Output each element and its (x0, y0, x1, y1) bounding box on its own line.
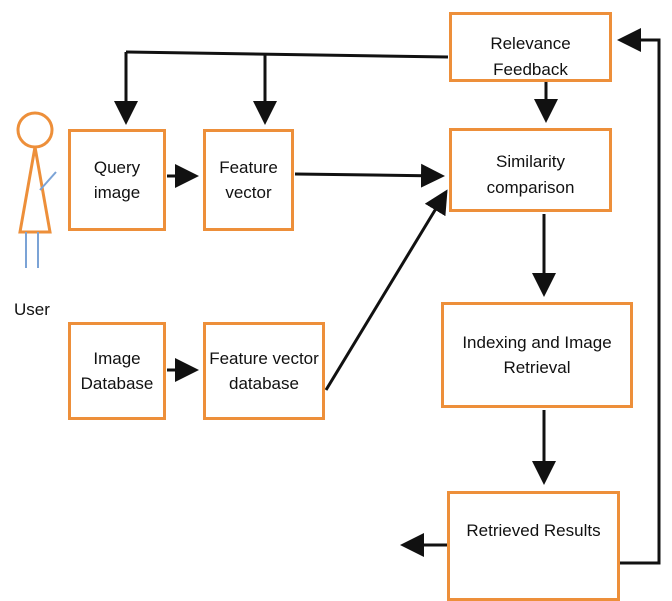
indexing-retrieval-box: Indexing and Image Retrieval (441, 302, 633, 408)
relevance-feedback-label: Relevance Feedback (490, 34, 571, 79)
arrow-feature-vector-to-similarity (294, 163, 445, 188)
arrow-feature-db-to-similarity (324, 189, 448, 391)
query-image-label: Query image (93, 157, 141, 203)
feature-vector-label: Feature vector (219, 157, 278, 203)
feature-vector-database-box: Feature vector database (203, 322, 325, 420)
feature-vector-box: Feature vector (203, 129, 294, 231)
image-database-label: Image Database (80, 348, 154, 394)
retrieved-results-box: Retrieved Results (447, 491, 620, 601)
relevance-feedback-box: Relevance Feedback (449, 12, 612, 82)
arrow-results-to-feedback-loop (617, 28, 661, 565)
feature-vector-database-label: Feature vector database (209, 348, 319, 394)
retrieved-results-label: Retrieved Results (466, 521, 601, 540)
image-database-box: Image Database (68, 322, 166, 420)
query-image-box: Query image (68, 129, 166, 231)
user-label: User (14, 300, 50, 319)
indexing-retrieval-label: Indexing and Image Retrieval (462, 332, 612, 378)
feedback-horizontal-line (125, 50, 449, 59)
similarity-comparison-label: Similarity comparison (486, 152, 575, 197)
similarity-comparison-box: Similarity comparison (449, 128, 612, 212)
user-figure-icon (16, 111, 57, 268)
